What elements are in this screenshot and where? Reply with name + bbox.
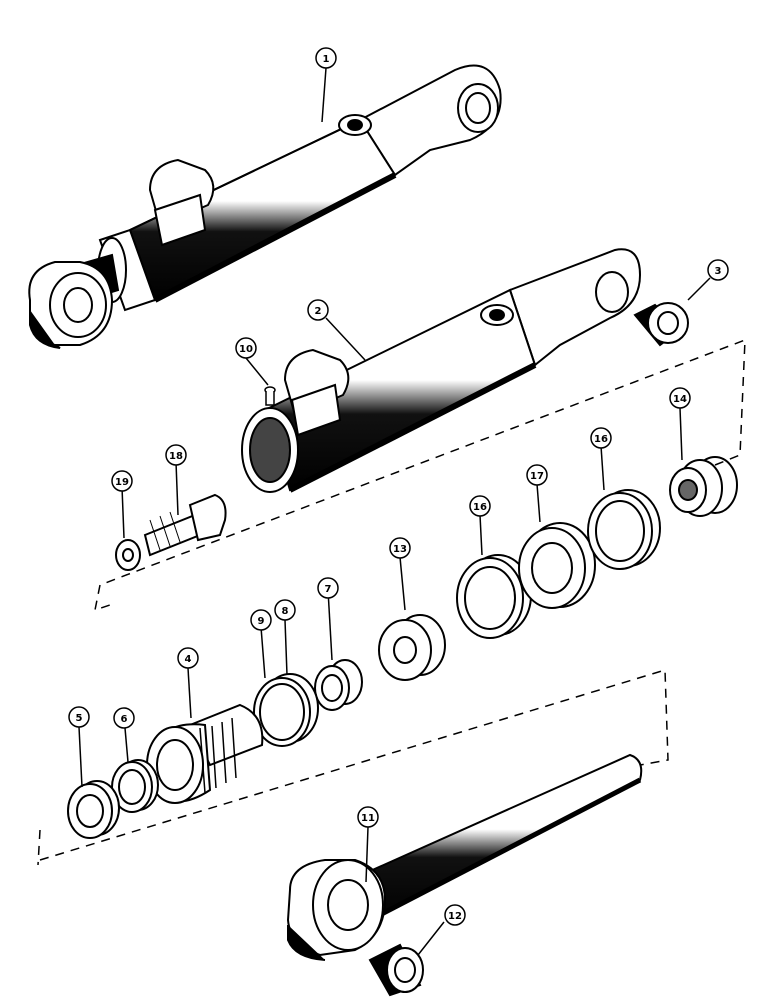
callout-4: 4 bbox=[177, 647, 199, 669]
svg-text:13: 13 bbox=[393, 544, 407, 555]
svg-text:9: 9 bbox=[258, 616, 265, 627]
svg-text:1: 1 bbox=[323, 54, 330, 65]
leader-lines bbox=[78, 67, 711, 956]
bushing-12 bbox=[368, 943, 424, 997]
ring-6 bbox=[111, 759, 159, 813]
wiper-7 bbox=[314, 659, 363, 711]
callout-19: 19 bbox=[111, 470, 133, 492]
piston-rod-11 bbox=[286, 753, 643, 961]
cylinder-assembly bbox=[28, 64, 502, 349]
gland-4 bbox=[146, 703, 264, 804]
svg-text:6: 6 bbox=[121, 714, 128, 725]
svg-text:11: 11 bbox=[361, 813, 375, 824]
callout-6: 6 bbox=[113, 707, 135, 729]
callout-12: 12 bbox=[444, 904, 466, 926]
svg-text:4: 4 bbox=[185, 654, 192, 665]
callout-8: 8 bbox=[274, 599, 296, 621]
svg-text:8: 8 bbox=[282, 606, 289, 617]
bushing-3 bbox=[633, 302, 689, 347]
callout-16b: 16 bbox=[590, 427, 612, 449]
cylinder-barrel bbox=[241, 248, 642, 493]
ring-5 bbox=[67, 780, 120, 839]
ring-13 bbox=[378, 614, 446, 681]
svg-text:18: 18 bbox=[169, 451, 183, 462]
svg-text:10: 10 bbox=[239, 344, 253, 355]
callout-5: 5 bbox=[68, 706, 90, 728]
svg-text:17: 17 bbox=[530, 471, 544, 482]
svg-text:14: 14 bbox=[673, 394, 687, 405]
callouts: 1 2 3 4 5 6 7 8 9 10 11 12 13 14 16 16 1… bbox=[68, 47, 729, 926]
bolt-18 bbox=[143, 493, 227, 557]
svg-text:7: 7 bbox=[325, 584, 332, 595]
seal-17 bbox=[518, 522, 596, 609]
callout-16a: 16 bbox=[469, 495, 491, 517]
svg-text:12: 12 bbox=[448, 911, 462, 922]
callout-3: 3 bbox=[707, 259, 729, 281]
callout-1: 1 bbox=[315, 47, 337, 69]
bleed-screw bbox=[264, 386, 276, 406]
callout-7: 7 bbox=[317, 577, 339, 599]
seal-16a bbox=[456, 554, 532, 639]
ring-8-9 bbox=[253, 673, 319, 747]
washer-19 bbox=[115, 539, 141, 571]
callout-2: 2 bbox=[307, 299, 329, 321]
callout-18: 18 bbox=[165, 444, 187, 466]
piston-14 bbox=[669, 456, 738, 517]
svg-text:16: 16 bbox=[473, 502, 487, 513]
svg-text:16: 16 bbox=[594, 434, 608, 445]
svg-text:5: 5 bbox=[76, 713, 83, 724]
seal-16b bbox=[587, 489, 661, 570]
callout-14: 14 bbox=[669, 387, 691, 409]
callout-11: 11 bbox=[357, 806, 379, 828]
callout-13: 13 bbox=[389, 537, 411, 559]
callout-17: 17 bbox=[526, 464, 548, 486]
callout-10: 10 bbox=[235, 337, 257, 359]
svg-text:2: 2 bbox=[315, 306, 322, 317]
svg-text:3: 3 bbox=[715, 266, 722, 277]
assembly-dashed-lines bbox=[37, 338, 746, 866]
svg-text:19: 19 bbox=[115, 477, 129, 488]
callout-9: 9 bbox=[250, 609, 272, 631]
